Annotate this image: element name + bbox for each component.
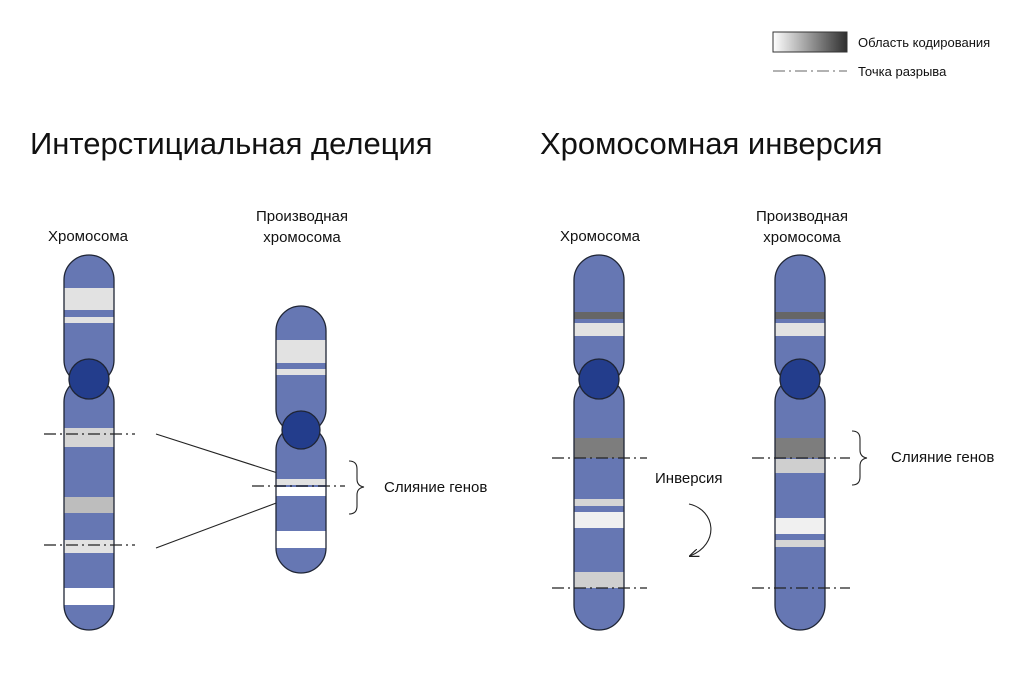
- band: [276, 340, 326, 363]
- centromere: [68, 358, 110, 400]
- interstitial-deletion-title: Интерстициальная делеция: [30, 126, 433, 161]
- breakpoint-legend-label: Точка разрыва: [858, 64, 947, 79]
- original-chromosome-label: Хромосома: [560, 228, 641, 245]
- arrow: [155, 499, 287, 549]
- derived-chromosome-label-line1: Производная: [256, 208, 348, 225]
- centromere: [281, 410, 321, 450]
- coding-region-legend-label: Область кодирования: [858, 35, 990, 50]
- fusion-brace: [851, 430, 868, 486]
- derived-chromosome-label-line2: хромосома: [263, 229, 341, 246]
- band: [574, 572, 624, 588]
- band: [64, 497, 114, 513]
- band: [276, 487, 326, 496]
- band: [276, 531, 326, 548]
- arrow: [155, 433, 287, 476]
- band: [775, 323, 825, 336]
- band: [775, 459, 825, 473]
- band: [775, 540, 825, 547]
- gene-fusion-label: Слияние генов: [384, 479, 487, 496]
- inversion-label: Инверсия: [655, 470, 723, 487]
- band: [64, 317, 114, 323]
- coding-region-swatch: [772, 31, 848, 53]
- derived-chromosome-label-line1: Производная: [756, 208, 848, 225]
- band: [276, 369, 326, 375]
- legend: Область кодирования Точка разрыва: [772, 31, 990, 79]
- band: [64, 428, 114, 447]
- band: [574, 499, 624, 506]
- band: [574, 512, 624, 528]
- centromere: [578, 358, 620, 400]
- chromosomal-inversion-title: Хромосомная инверсия: [540, 126, 883, 161]
- band: [574, 312, 624, 319]
- band: [775, 312, 825, 319]
- derived-chromosome-deletion: [252, 305, 345, 574]
- inversion-arrow-icon: [689, 503, 712, 556]
- band: [775, 518, 825, 534]
- gene-fusion-label: Слияние генов: [891, 449, 994, 466]
- original-chromosome-label: Хромосома: [48, 228, 129, 245]
- band: [64, 588, 114, 605]
- centromere: [779, 358, 821, 400]
- fusion-brace: [348, 460, 365, 515]
- band: [574, 323, 624, 336]
- band: [64, 288, 114, 310]
- original-chromosome-inversion: [552, 254, 647, 631]
- derived-chromosome-inversion: [752, 254, 850, 631]
- original-chromosome-deletion: [44, 254, 135, 631]
- band: [574, 438, 624, 458]
- band: [276, 479, 326, 485]
- band: [64, 540, 114, 553]
- derived-chromosome-label-line2: хромосома: [763, 229, 841, 246]
- band: [775, 438, 825, 458]
